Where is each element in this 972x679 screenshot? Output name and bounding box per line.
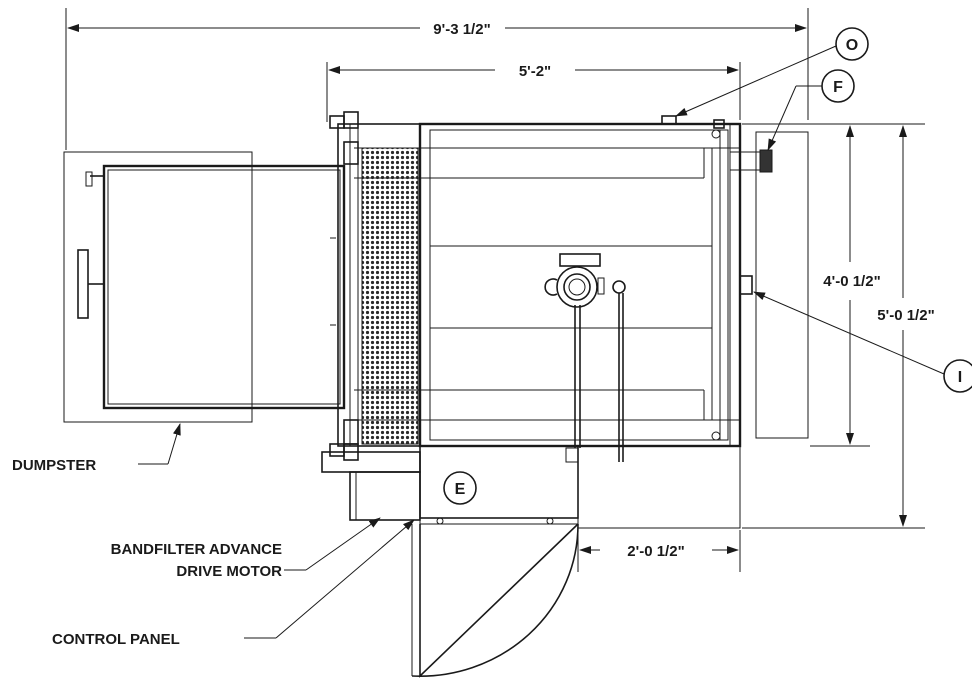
dumpster [63, 151, 346, 423]
dimension-panel-width-label: 2'-0 1/2" [627, 543, 684, 560]
callout-e-label: E [455, 481, 466, 498]
callout-f: F [767, 69, 855, 151]
pump-assembly [544, 253, 626, 462]
side-plate [755, 131, 809, 439]
drive-motor [321, 451, 421, 473]
callout-i-label: I [958, 369, 962, 386]
callout-o: O [675, 27, 869, 117]
dimension-unit-length: 5'-2" [328, 63, 739, 80]
dimension-overall-depth-label: 5'-0 1/2" [877, 307, 934, 324]
label-drive-motor-line1: BANDFILTER ADVANCE [111, 541, 282, 558]
dumpster-handle [77, 249, 89, 319]
inlet-i [739, 275, 753, 295]
filter-mesh [361, 147, 419, 445]
control-panel [419, 445, 579, 519]
extension-lines [65, 8, 925, 572]
dimension-overall-depth: 5'-0 1/2" [877, 125, 935, 527]
callout-o-label: O [846, 37, 858, 54]
dimension-unit-length-label: 5'-2" [519, 63, 551, 80]
outlet-o [661, 115, 725, 129]
dimension-panel-width: 2'-0 1/2" [579, 543, 739, 560]
callout-f-label: F [833, 79, 843, 96]
dimension-tank-depth-label: 4'-0 1/2" [823, 273, 880, 290]
label-drive-motor: BANDFILTER ADVANCE DRIVE MOTOR [111, 517, 381, 580]
dimension-overall-length: 9'-3 1/2" [67, 21, 807, 38]
label-dumpster-text: DUMPSTER [12, 457, 96, 474]
bandfilter [329, 111, 421, 461]
label-drive-motor-line2: DRIVE MOTOR [176, 563, 282, 580]
panel-door [419, 523, 579, 678]
callout-e: E [443, 471, 477, 505]
callout-i: I [753, 291, 972, 393]
dimension-overall-length-label: 9'-3 1/2" [433, 21, 490, 38]
label-control-panel-text: CONTROL PANEL [52, 631, 180, 648]
dimension-tank-depth: 4'-0 1/2" [823, 125, 881, 445]
label-control-panel: CONTROL PANEL [52, 519, 415, 648]
label-dumpster: DUMPSTER [12, 423, 181, 474]
lower-assemblies [321, 445, 741, 678]
fitting-f [730, 149, 773, 173]
